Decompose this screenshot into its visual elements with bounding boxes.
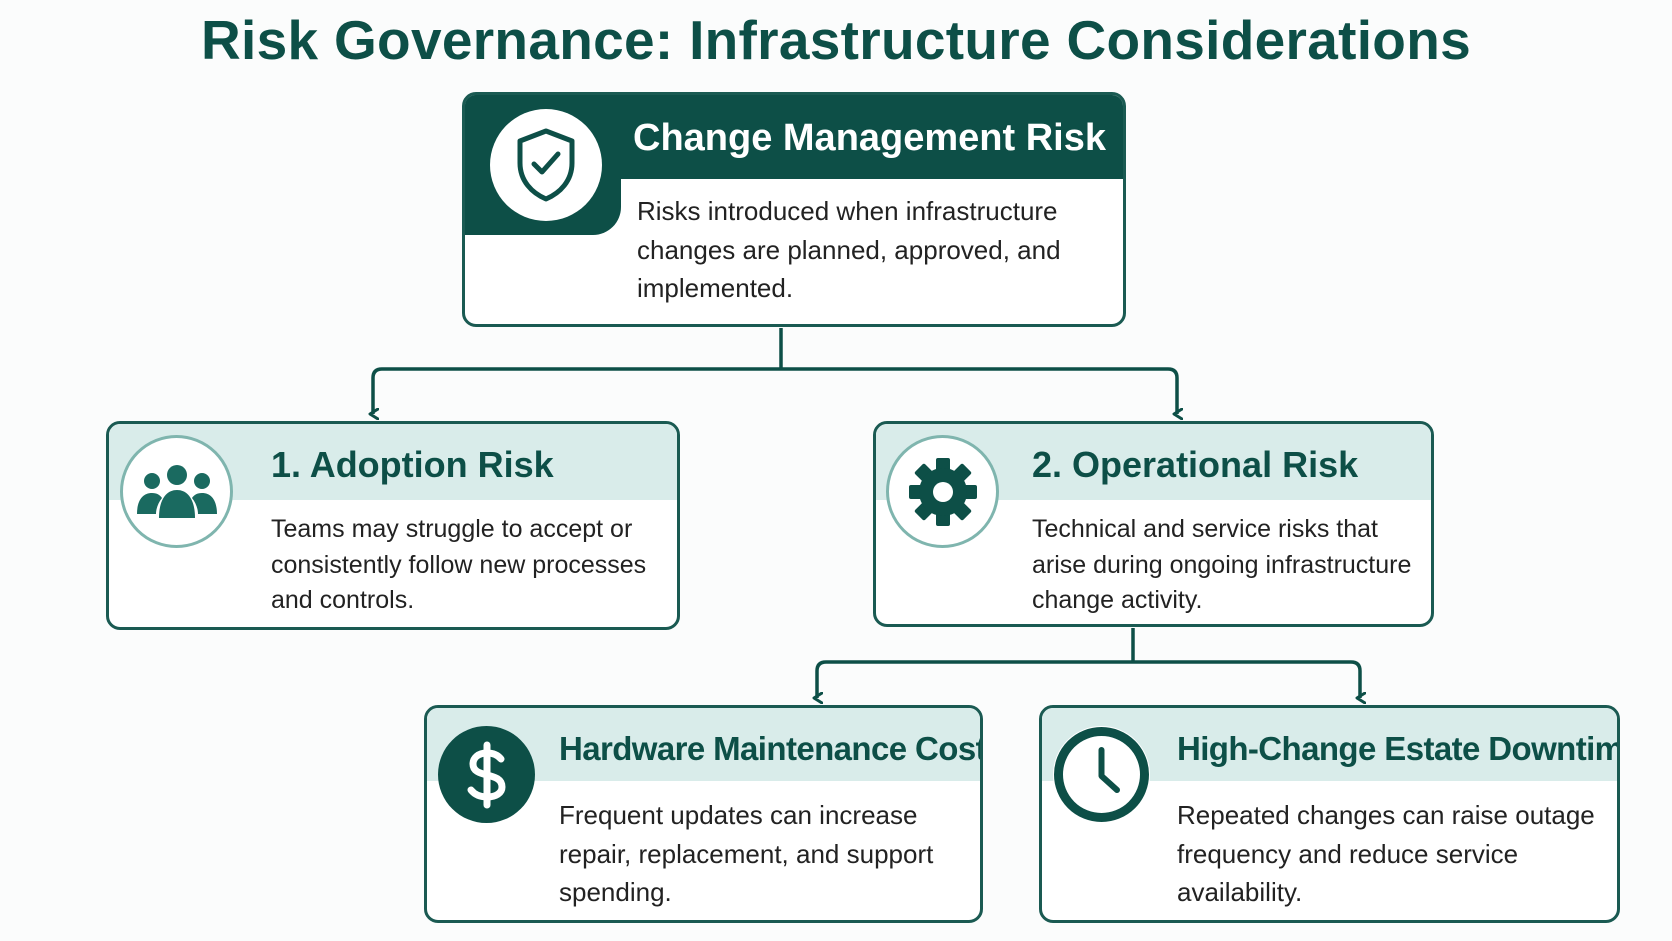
adoption-risk-card: 1. Adoption Risk Teams may struggle to a… — [106, 421, 680, 630]
people-group-icon — [120, 435, 233, 548]
connector-root-to-operational — [781, 367, 1177, 414]
connector-operational-to-hardware — [817, 660, 1133, 698]
high-change-estate-downtime-card: High-Change Estate Downtime Repeated cha… — [1039, 705, 1620, 923]
connector-operational-to-downtime — [1133, 660, 1360, 698]
card-title: 2. Operational Risk — [1032, 444, 1359, 485]
shield-check-icon — [490, 109, 602, 221]
operational-risk-card: 2. Operational Risk Technical and servic… — [873, 421, 1434, 627]
card-description: Technical and service risks that arise d… — [1032, 515, 1412, 614]
card-title: Change Management Risk — [633, 117, 1106, 159]
card-title: High-Change Estate Downtime — [1177, 730, 1620, 767]
gear-icon — [886, 435, 999, 548]
card-description: Risks introduced when infrastructure cha… — [637, 196, 1061, 303]
card-description: Frequent updates can increase repair, re… — [559, 800, 934, 907]
connector-root-to-adoption — [373, 367, 781, 414]
hardware-maintenance-costs-card: Hardware Maintenance Costs Frequent upda… — [424, 705, 983, 923]
card-title: 1. Adoption Risk — [271, 444, 554, 485]
change-management-risk-card: Change Management Risk Risks introduced … — [462, 92, 1126, 327]
clock-icon — [1053, 726, 1150, 823]
page-title: Risk Governance: Infrastructure Consider… — [201, 9, 1471, 71]
card-description: Repeated changes can raise outage freque… — [1177, 800, 1595, 907]
card-title: Hardware Maintenance Costs — [559, 730, 983, 767]
card-description: Teams may struggle to accept or consiste… — [271, 515, 647, 614]
dollar-icon — [438, 726, 535, 823]
